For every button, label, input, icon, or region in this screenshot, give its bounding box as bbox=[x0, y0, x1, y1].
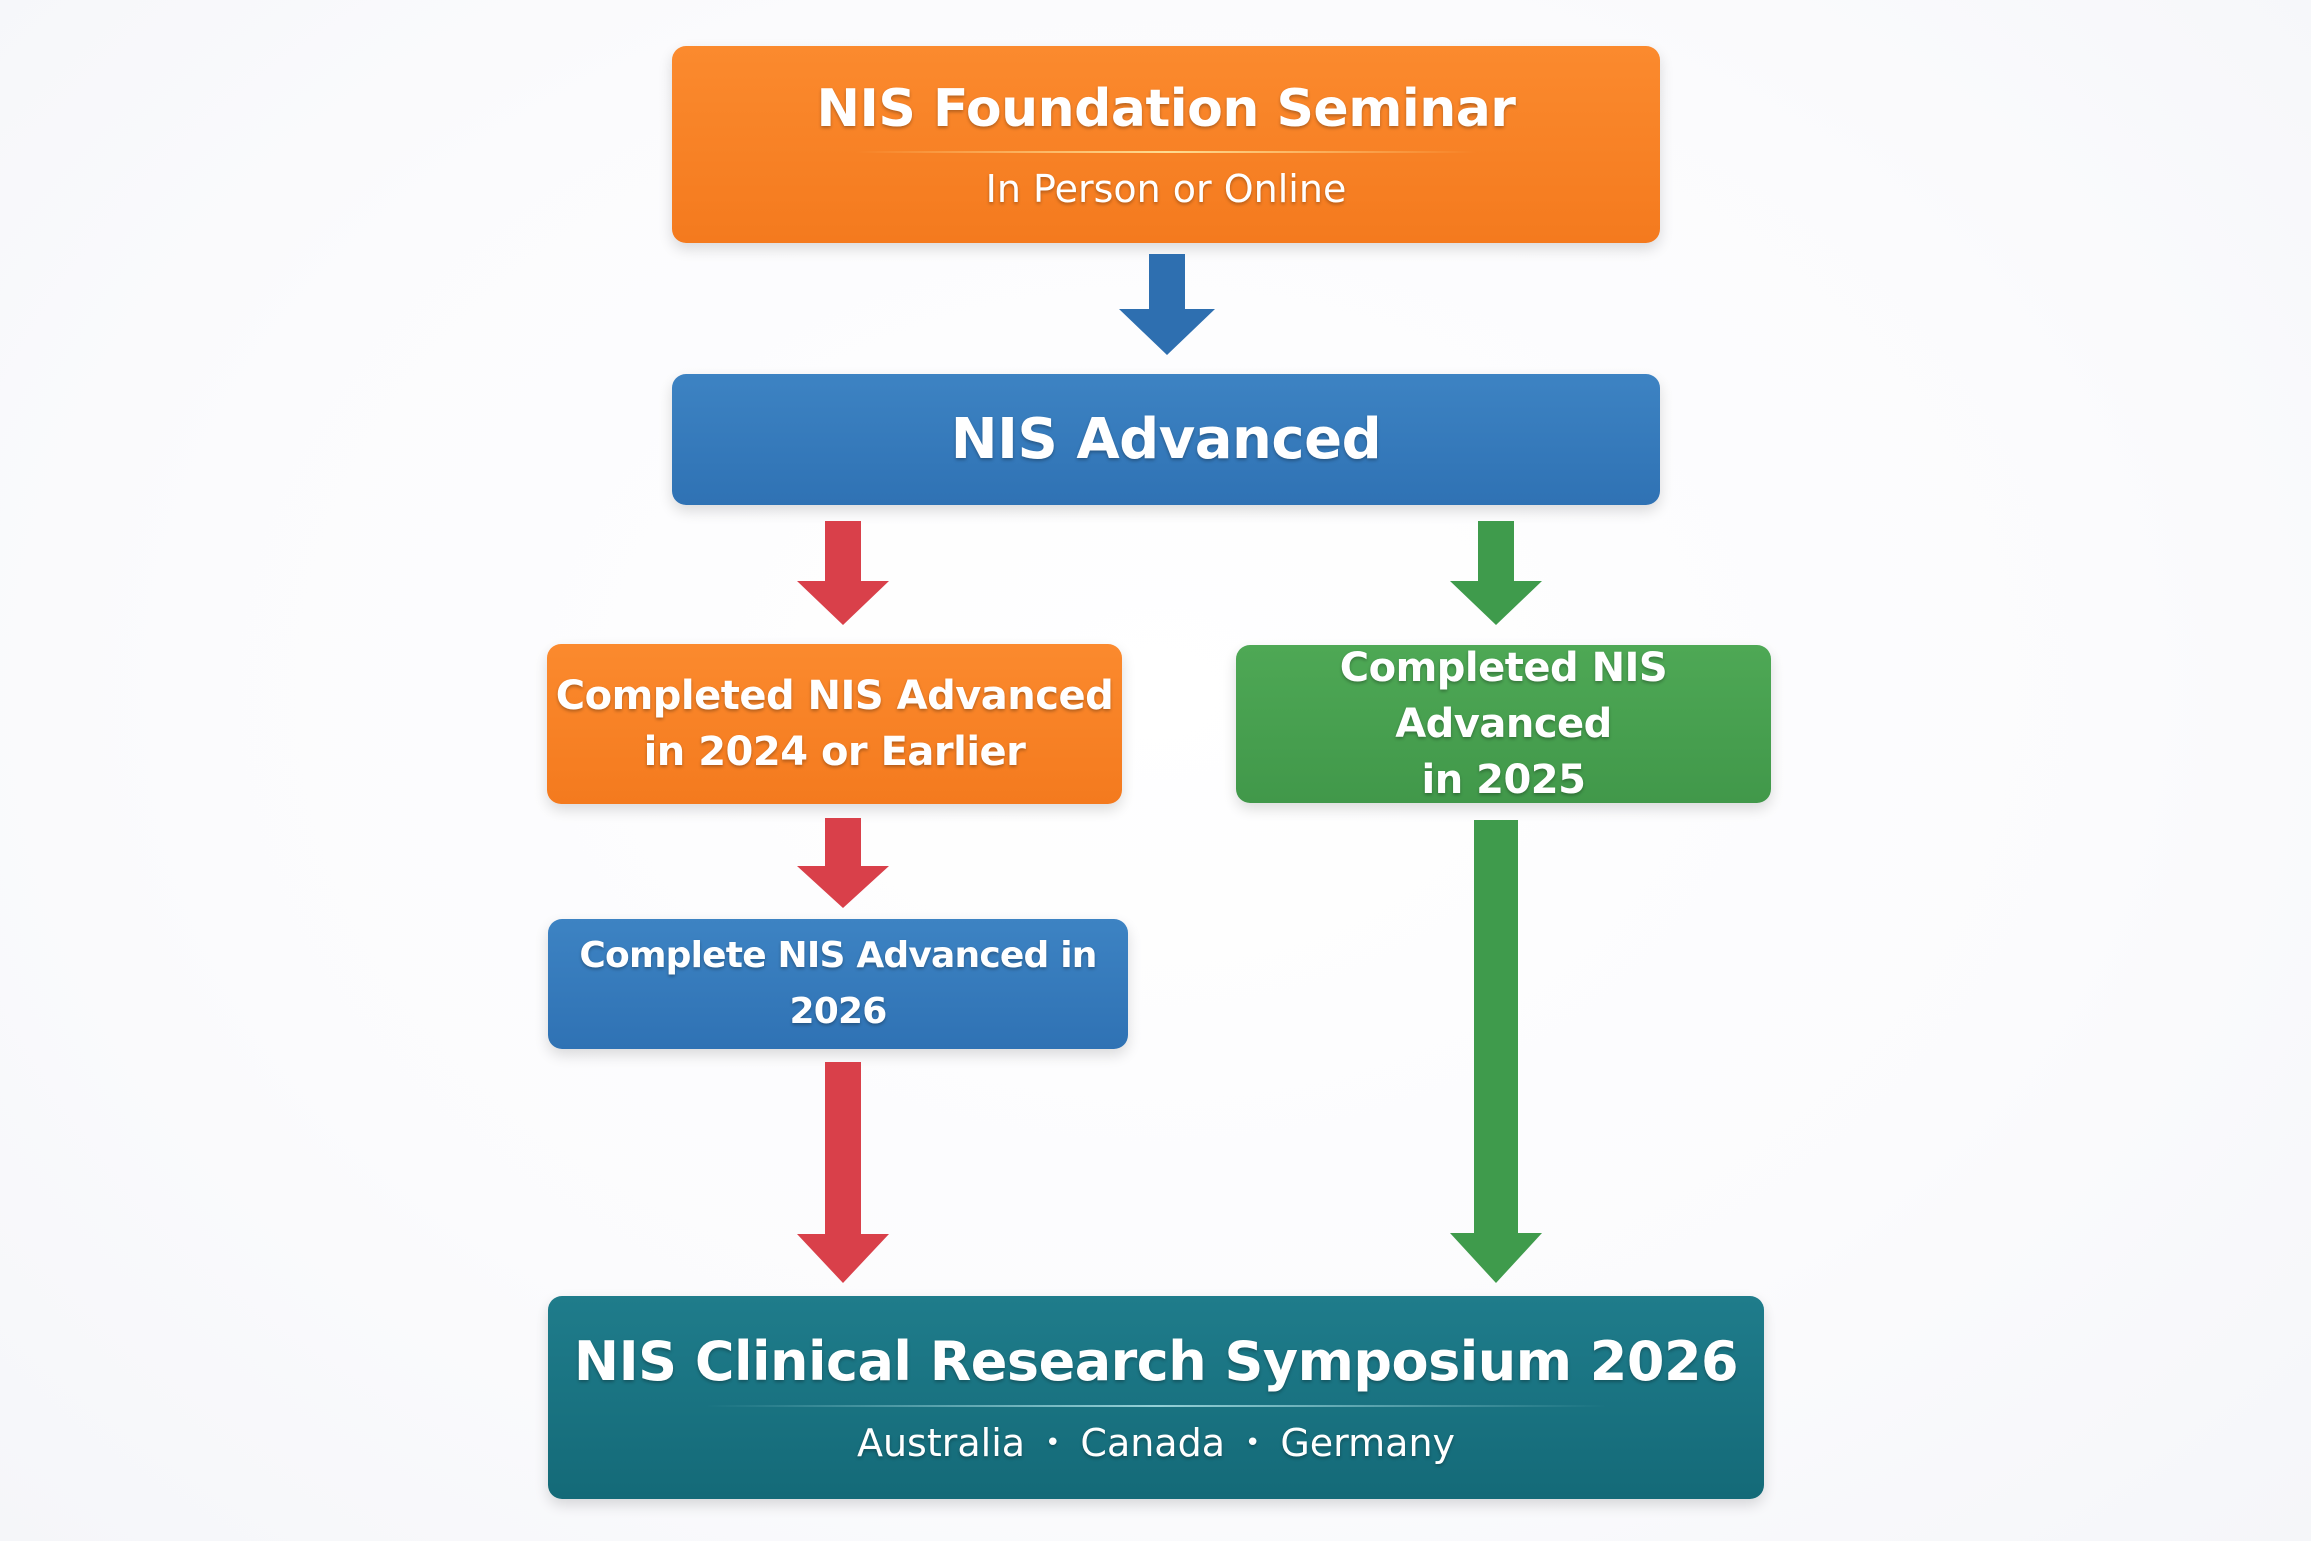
foundation-seminar-subtitle: In Person or Online bbox=[985, 166, 1347, 211]
branch-right-line2: in 2025 bbox=[1421, 757, 1586, 803]
arrow-advanced-to-right-branch bbox=[1450, 521, 1542, 625]
advanced-title: NIS Advanced bbox=[950, 407, 1382, 472]
symposium-title: NIS Clinical Research Symposium 2026 bbox=[573, 1330, 1739, 1393]
location-separator: • bbox=[1245, 1428, 1261, 1458]
branch-2025-box: Completed NIS Advanced in 2025 bbox=[1236, 645, 1771, 803]
arrow-left-branch-to-requirement bbox=[797, 818, 889, 908]
arrow-advanced-to-left-branch bbox=[797, 521, 889, 625]
location-germany: Germany bbox=[1280, 1421, 1456, 1465]
complete-2026-box: Complete NIS Advanced in 2026 bbox=[548, 919, 1128, 1049]
location-canada: Canada bbox=[1080, 1421, 1226, 1465]
foundation-seminar-title: NIS Foundation Seminar bbox=[816, 78, 1516, 139]
requirement-label: Complete NIS Advanced in 2026 bbox=[579, 935, 1097, 1032]
symposium-divider bbox=[706, 1405, 1606, 1407]
advanced-box: NIS Advanced bbox=[672, 374, 1660, 505]
location-australia: Australia bbox=[856, 1421, 1026, 1465]
foundation-seminar-box: NIS Foundation Seminar In Person or Onli… bbox=[672, 46, 1660, 243]
branch-2024-or-earlier-box: Completed NIS Advanced in 2024 or Earlie… bbox=[547, 644, 1122, 804]
foundation-divider bbox=[856, 150, 1476, 153]
location-separator: • bbox=[1045, 1428, 1061, 1458]
symposium-box: NIS Clinical Research Symposium 2026 Aus… bbox=[548, 1296, 1764, 1499]
arrow-right-branch-to-symposium bbox=[1450, 820, 1542, 1283]
arrow-requirement-to-symposium bbox=[797, 1062, 889, 1283]
branch-left-line1: Completed NIS Advanced bbox=[555, 673, 1114, 719]
branch-left-line2: in 2024 or Earlier bbox=[643, 729, 1026, 775]
branch-right-line1: Completed NIS Advanced bbox=[1339, 645, 1668, 747]
arrow-foundation-to-advanced bbox=[1119, 254, 1215, 355]
symposium-locations: Australia • Canada • Germany bbox=[857, 1421, 1455, 1465]
